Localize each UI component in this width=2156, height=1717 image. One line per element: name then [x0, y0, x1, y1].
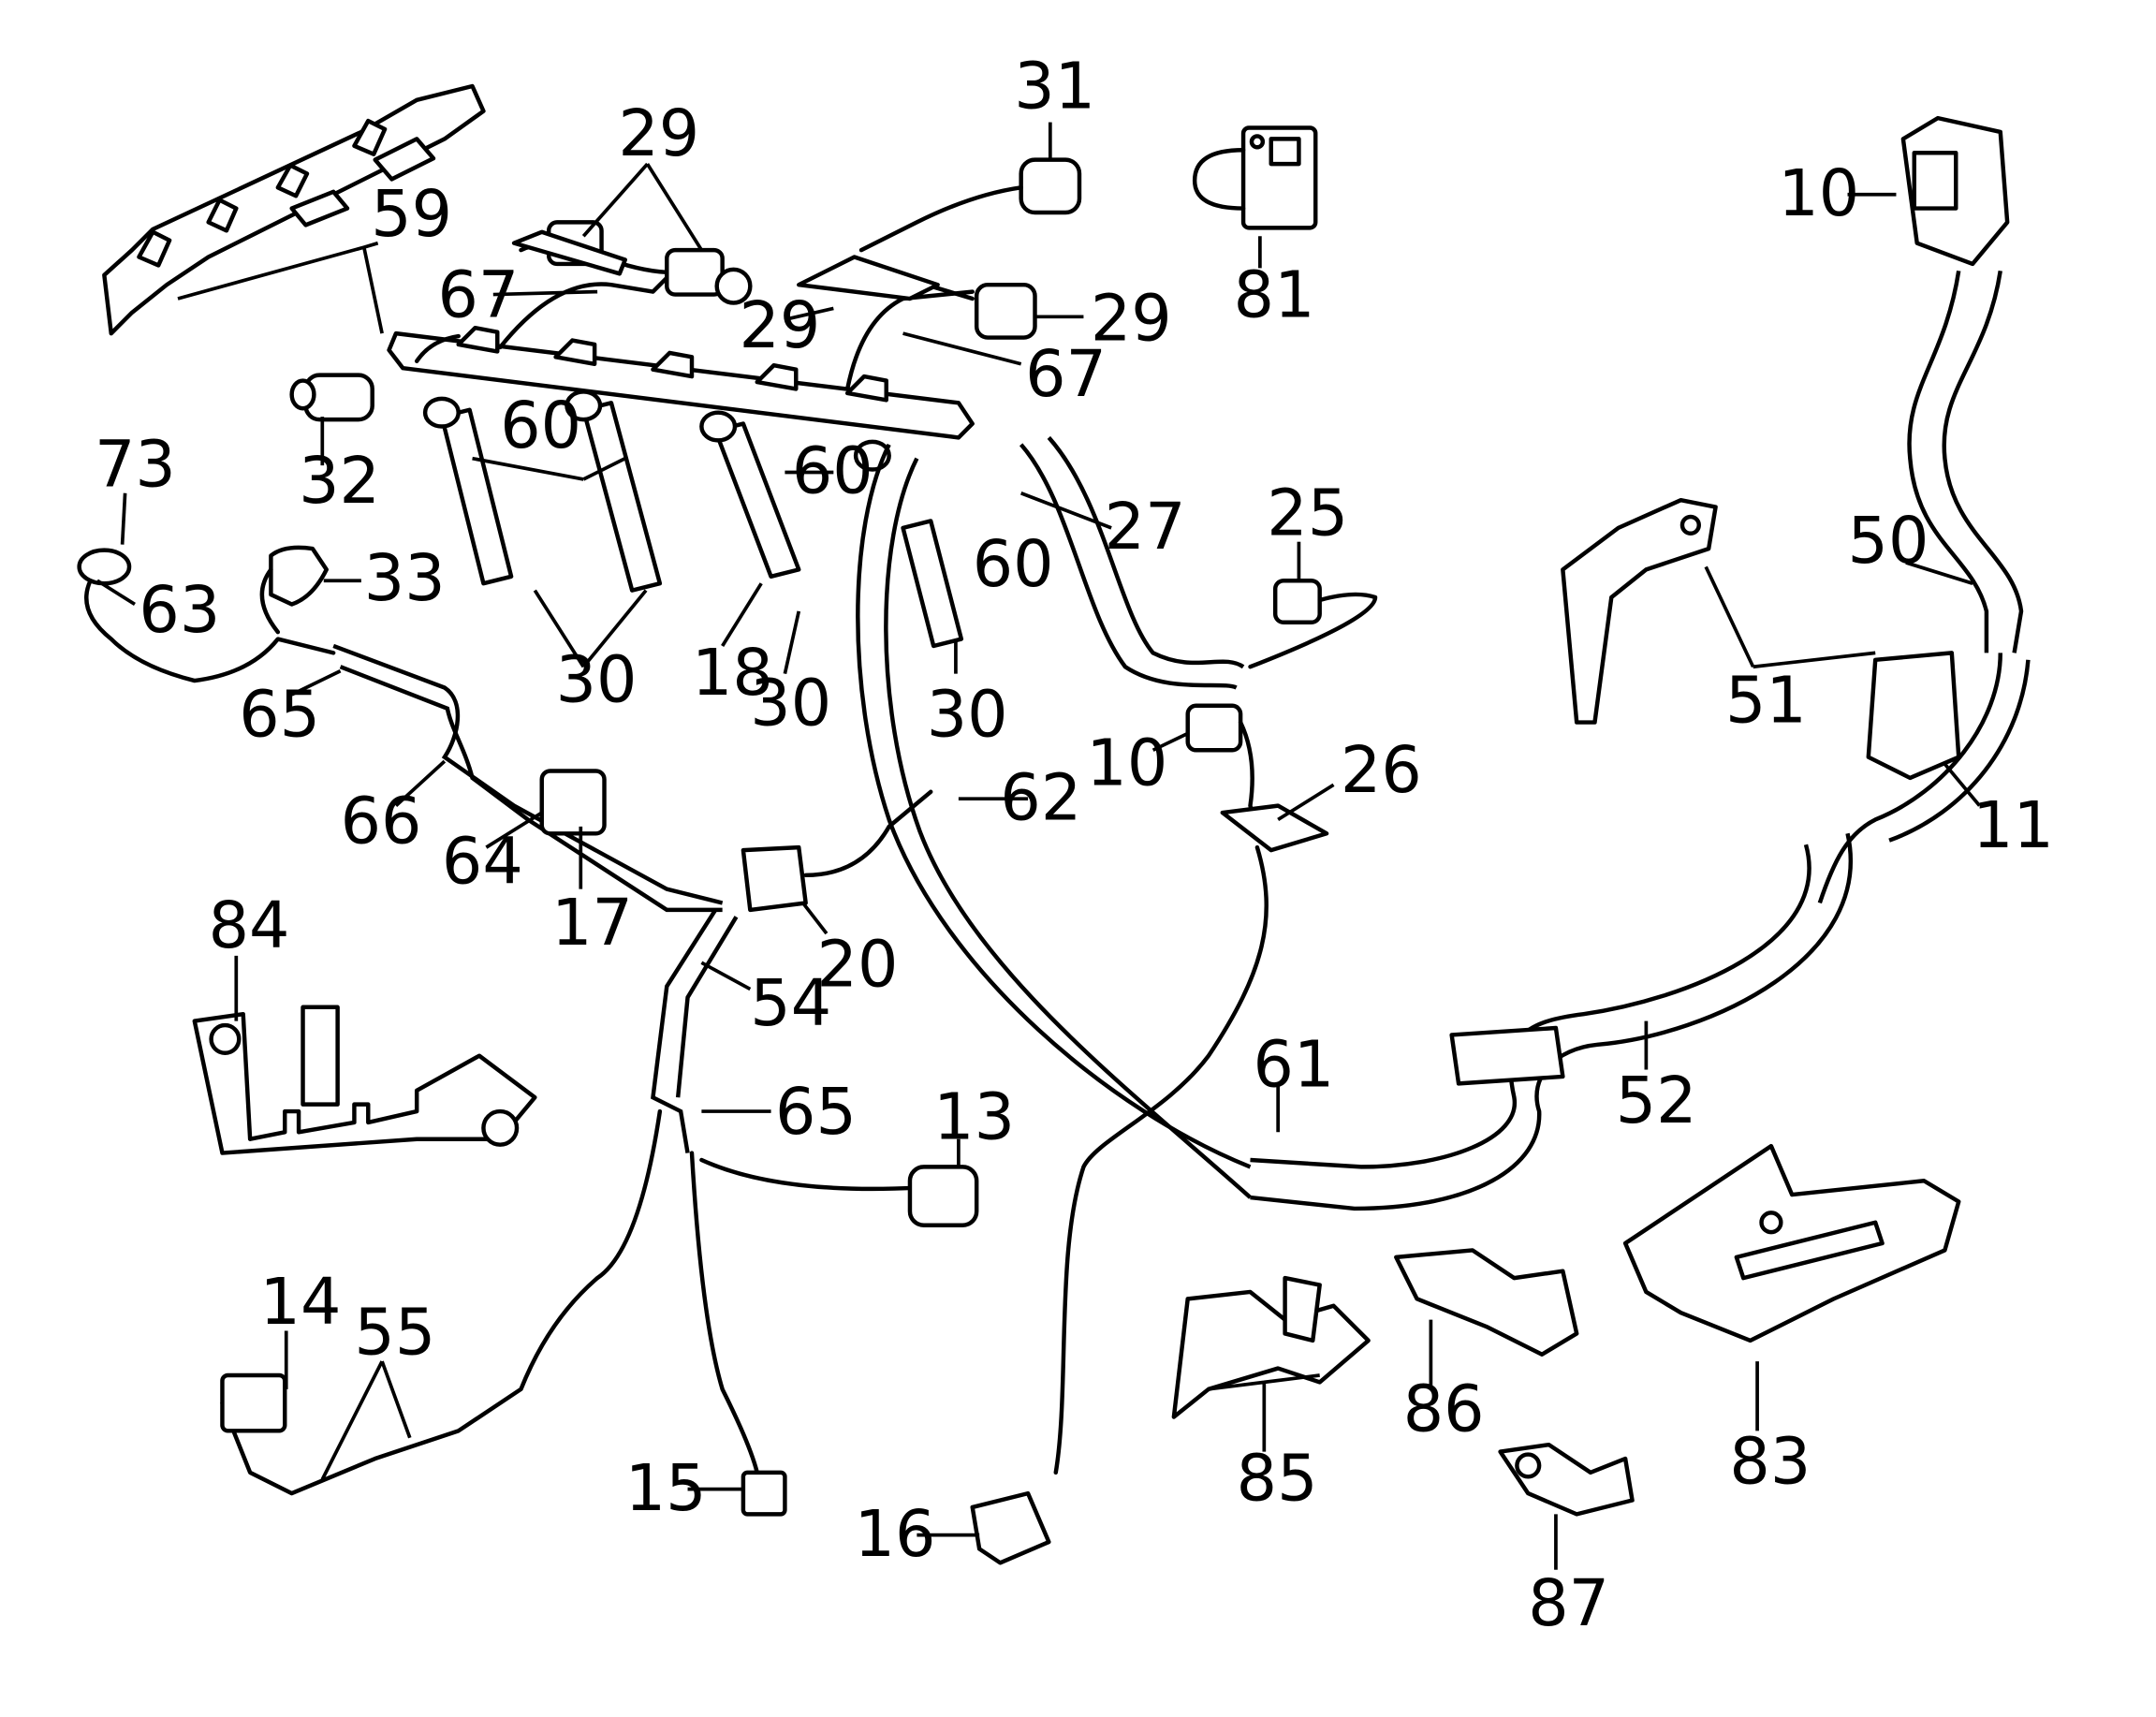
callout-13[interactable]: 13	[933, 1081, 1015, 1155]
part-10-main-connector	[1900, 115, 2024, 653]
callout-63[interactable]: 63	[139, 574, 220, 648]
callout-32[interactable]: 32	[299, 445, 380, 519]
callout-29-top[interactable]: 29	[618, 97, 699, 171]
callout-60-mid[interactable]: 60	[792, 435, 873, 509]
callout-86[interactable]: 86	[1403, 1372, 1485, 1446]
part-32-sensor	[289, 373, 374, 422]
callout-30-right[interactable]: 30	[927, 678, 1008, 752]
callout-54[interactable]: 54	[750, 967, 831, 1041]
callout-25[interactable]: 25	[1267, 477, 1348, 550]
callout-30-left[interactable]: 30	[556, 643, 638, 717]
callout-64[interactable]: 64	[442, 826, 523, 900]
callout-66[interactable]: 66	[341, 785, 422, 859]
part-81-relay	[1192, 125, 1318, 230]
left-branch-harness	[77, 545, 933, 913]
part-83-bracket	[1622, 1143, 1961, 1343]
callout-67-right[interactable]: 67	[1025, 338, 1107, 412]
callout-14[interactable]: 14	[260, 1266, 342, 1340]
lower-branch-harness	[220, 908, 1051, 1565]
callout-10-top[interactable]: 10	[1778, 157, 1859, 231]
callout-27[interactable]: 27	[1105, 491, 1186, 565]
callout-55[interactable]: 55	[354, 1297, 435, 1371]
callout-labels: 59 29 31 81 10 67 29 29 67 60 60 32 73 2…	[95, 51, 2054, 1641]
callout-31[interactable]: 31	[1014, 51, 1095, 125]
part-60-injectors	[422, 389, 964, 649]
callout-30-mid[interactable]: 30	[750, 668, 831, 741]
callout-16[interactable]: 16	[855, 1498, 936, 1572]
part-10-26-branch	[1053, 579, 1378, 1475]
callout-62[interactable]: 62	[1000, 761, 1081, 835]
callout-87[interactable]: 87	[1528, 1567, 1609, 1641]
part-87-bracket	[1498, 1442, 1635, 1517]
callout-15[interactable]: 15	[625, 1452, 707, 1526]
callout-29-mid[interactable]: 29	[739, 289, 820, 363]
part-52-harness-sleeve	[1250, 832, 1853, 1211]
callout-85[interactable]: 85	[1237, 1443, 1318, 1517]
callout-51[interactable]: 51	[1725, 665, 1807, 739]
callout-60-right[interactable]: 60	[973, 528, 1054, 602]
leader-lines	[95, 122, 1981, 1570]
callout-50[interactable]: 50	[1848, 505, 1929, 579]
part-11-harness-junction	[1817, 651, 2031, 904]
callout-61[interactable]: 61	[1253, 1028, 1334, 1102]
callout-67-left[interactable]: 67	[437, 258, 519, 332]
callout-73[interactable]: 73	[95, 428, 176, 502]
part-29-connector-right	[797, 255, 1037, 340]
callout-59[interactable]: 59	[371, 178, 452, 252]
callout-20[interactable]: 20	[817, 929, 899, 1003]
callout-26[interactable]: 26	[1341, 734, 1422, 808]
callout-18[interactable]: 18	[692, 637, 773, 711]
callout-83[interactable]: 83	[1729, 1426, 1811, 1500]
part-86-clip	[1394, 1248, 1579, 1357]
callout-17[interactable]: 17	[551, 887, 633, 961]
callout-60-left[interactable]: 60	[500, 389, 581, 463]
part-31-sensor	[858, 157, 1082, 253]
callout-52[interactable]: 52	[1616, 1064, 1697, 1138]
callout-65-lower[interactable]: 65	[775, 1076, 857, 1150]
part-51-bracket	[1561, 497, 1718, 725]
callout-11[interactable]: 11	[1973, 789, 2054, 863]
callout-33[interactable]: 33	[364, 542, 446, 616]
callout-81[interactable]: 81	[1234, 258, 1315, 332]
part-59-bracket-rail	[102, 83, 486, 336]
part-85-clip	[1171, 1275, 1371, 1419]
central-loom	[856, 435, 1252, 1199]
callout-10-mid[interactable]: 10	[1086, 726, 1167, 800]
callout-29-right[interactable]: 29	[1091, 283, 1172, 357]
callout-65-upper[interactable]: 65	[239, 678, 320, 752]
part-29-connectors-top	[511, 220, 753, 305]
callout-84[interactable]: 84	[209, 889, 290, 963]
part-84-bracket	[192, 1005, 537, 1155]
